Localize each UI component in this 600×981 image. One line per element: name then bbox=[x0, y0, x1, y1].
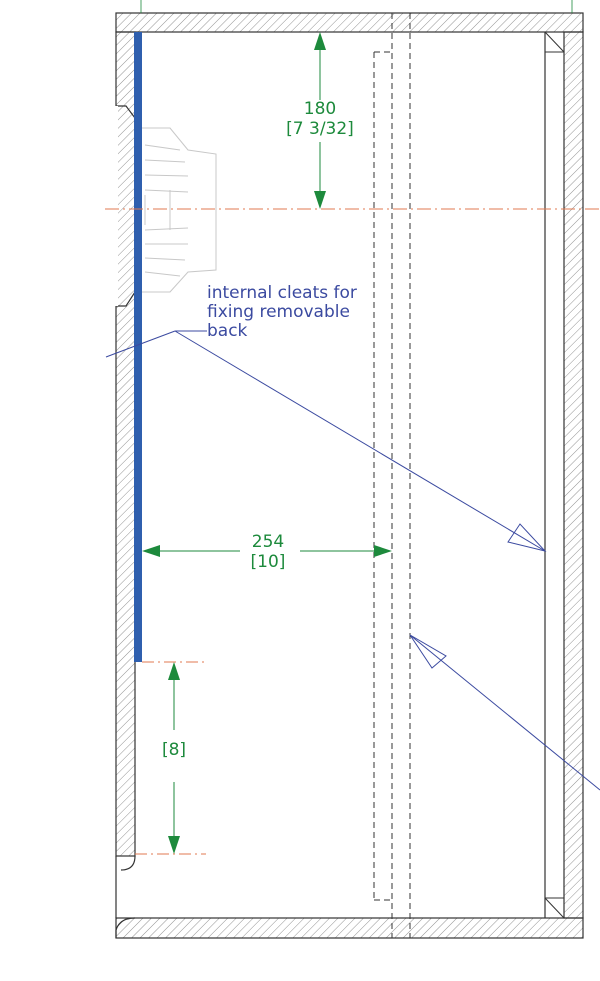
top-right-cleat bbox=[544, 31, 565, 53]
port-opening-lower bbox=[115, 855, 136, 918]
arrow-head-upper bbox=[507, 523, 547, 552]
driver-ghost bbox=[135, 127, 217, 293]
bottom-wall bbox=[115, 917, 584, 939]
driver-cutout bbox=[112, 105, 136, 307]
internal-partition bbox=[373, 13, 411, 938]
top-right-cleat-diag bbox=[544, 31, 565, 53]
port-curve-bottom bbox=[115, 917, 136, 938]
annotation-line-3: back bbox=[207, 321, 248, 341]
dim-lower-gap bbox=[135, 661, 206, 855]
top-wall bbox=[115, 12, 584, 33]
bottom-right-cleat-diag bbox=[544, 897, 565, 919]
annotation-line-1: internal cleats for bbox=[207, 283, 357, 303]
bottom-right-cleat bbox=[544, 897, 565, 919]
right-wall bbox=[563, 31, 584, 919]
dim-cabinet-depth-inch: [10] bbox=[251, 552, 286, 572]
annotation-leaders bbox=[105, 330, 600, 791]
dim-lower-gap-inch: [8] bbox=[162, 740, 186, 760]
dim-cabinet-depth-mm: 254 bbox=[252, 532, 284, 552]
dim-top-depth bbox=[314, 32, 326, 209]
removable-back-panel bbox=[134, 32, 142, 662]
arrow-head-lower bbox=[409, 634, 447, 669]
cabinet-walls bbox=[115, 0, 584, 939]
dim-top-depth-inch: [7 3/32] bbox=[286, 119, 354, 139]
dim-top-depth-mm: 180 bbox=[304, 99, 336, 119]
annotation-line-2: fixing removable bbox=[207, 302, 350, 322]
left-wall bbox=[115, 31, 136, 857]
